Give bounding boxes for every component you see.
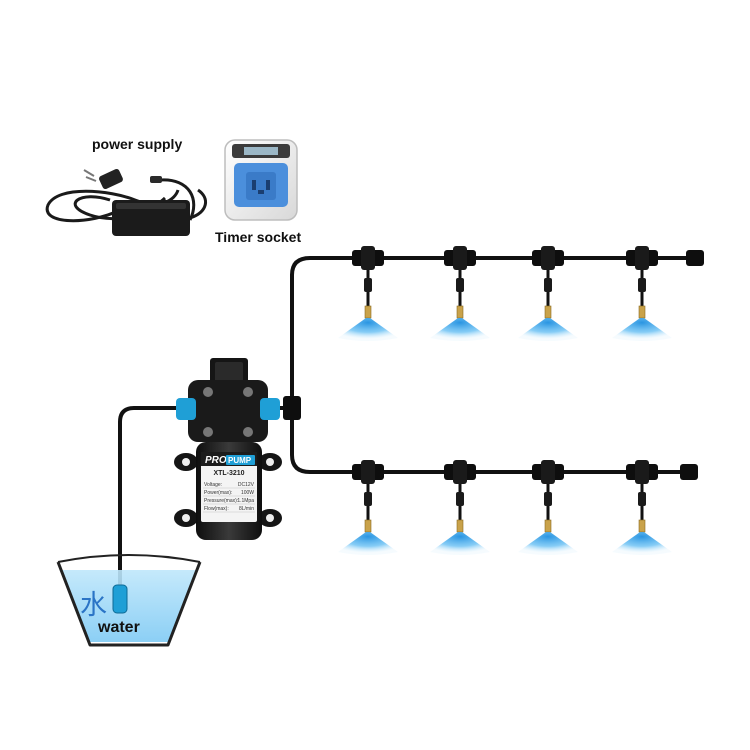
nozzle-row-top (338, 246, 672, 341)
nozzle-top-2 (430, 246, 490, 341)
end-cap-top (686, 250, 704, 266)
pump-brand-left: PRO (205, 455, 227, 466)
pump-spec-value: DC12V (238, 482, 255, 488)
power-supply-icon (45, 168, 207, 236)
tee-fitting (283, 396, 301, 420)
water-tank-icon (56, 554, 202, 647)
nozzle-top-1 (338, 246, 398, 341)
mist-spray (612, 532, 672, 555)
pump-spec-key: Flow(max): (204, 506, 229, 512)
pump-spec-value: 1.1Mpa (237, 498, 254, 504)
nozzle-top-3 (518, 246, 578, 341)
mist-spray (518, 532, 578, 555)
pump-spec-key: Voltage: (204, 482, 222, 488)
pump-spec-key: Pressure(max): (204, 498, 238, 504)
water-label: water (98, 619, 140, 636)
nozzle-bottom-1 (338, 460, 398, 555)
pump-spec-key: Power(max): (204, 490, 232, 496)
pump-spec-value: 8L/min (239, 506, 254, 512)
mist-spray (338, 532, 398, 555)
end-cap-bottom (680, 464, 698, 480)
mist-spray (430, 318, 490, 341)
nozzle-top-4 (612, 246, 672, 341)
timer-socket-label: Timer socket (215, 229, 302, 245)
mist-spray (430, 532, 490, 555)
pump-spec-table: Voltage: DC12V Power(max): 100WPressure(max… (203, 482, 255, 513)
nozzle-bottom-4 (612, 460, 672, 555)
pump-model: XTL-3210 (213, 470, 244, 477)
mist-spray (338, 318, 398, 341)
pump-brand-right: PUMP (228, 456, 252, 465)
power-supply-label: power supply (92, 136, 183, 152)
pipe-network (118, 256, 702, 587)
nozzle-bottom-3 (518, 460, 578, 555)
timer-socket-icon (224, 139, 298, 221)
mist-spray (518, 318, 578, 341)
nozzle-bottom-2 (430, 460, 490, 555)
pump-icon: PRO PUMP XTL-3210 Voltage: DC12V Power(max… (174, 358, 282, 540)
mist-spray (612, 318, 672, 341)
pump-spec-value: 100W (241, 490, 254, 496)
water-chinese-label: 水 (80, 590, 107, 621)
nozzle-row-bottom (338, 460, 672, 555)
